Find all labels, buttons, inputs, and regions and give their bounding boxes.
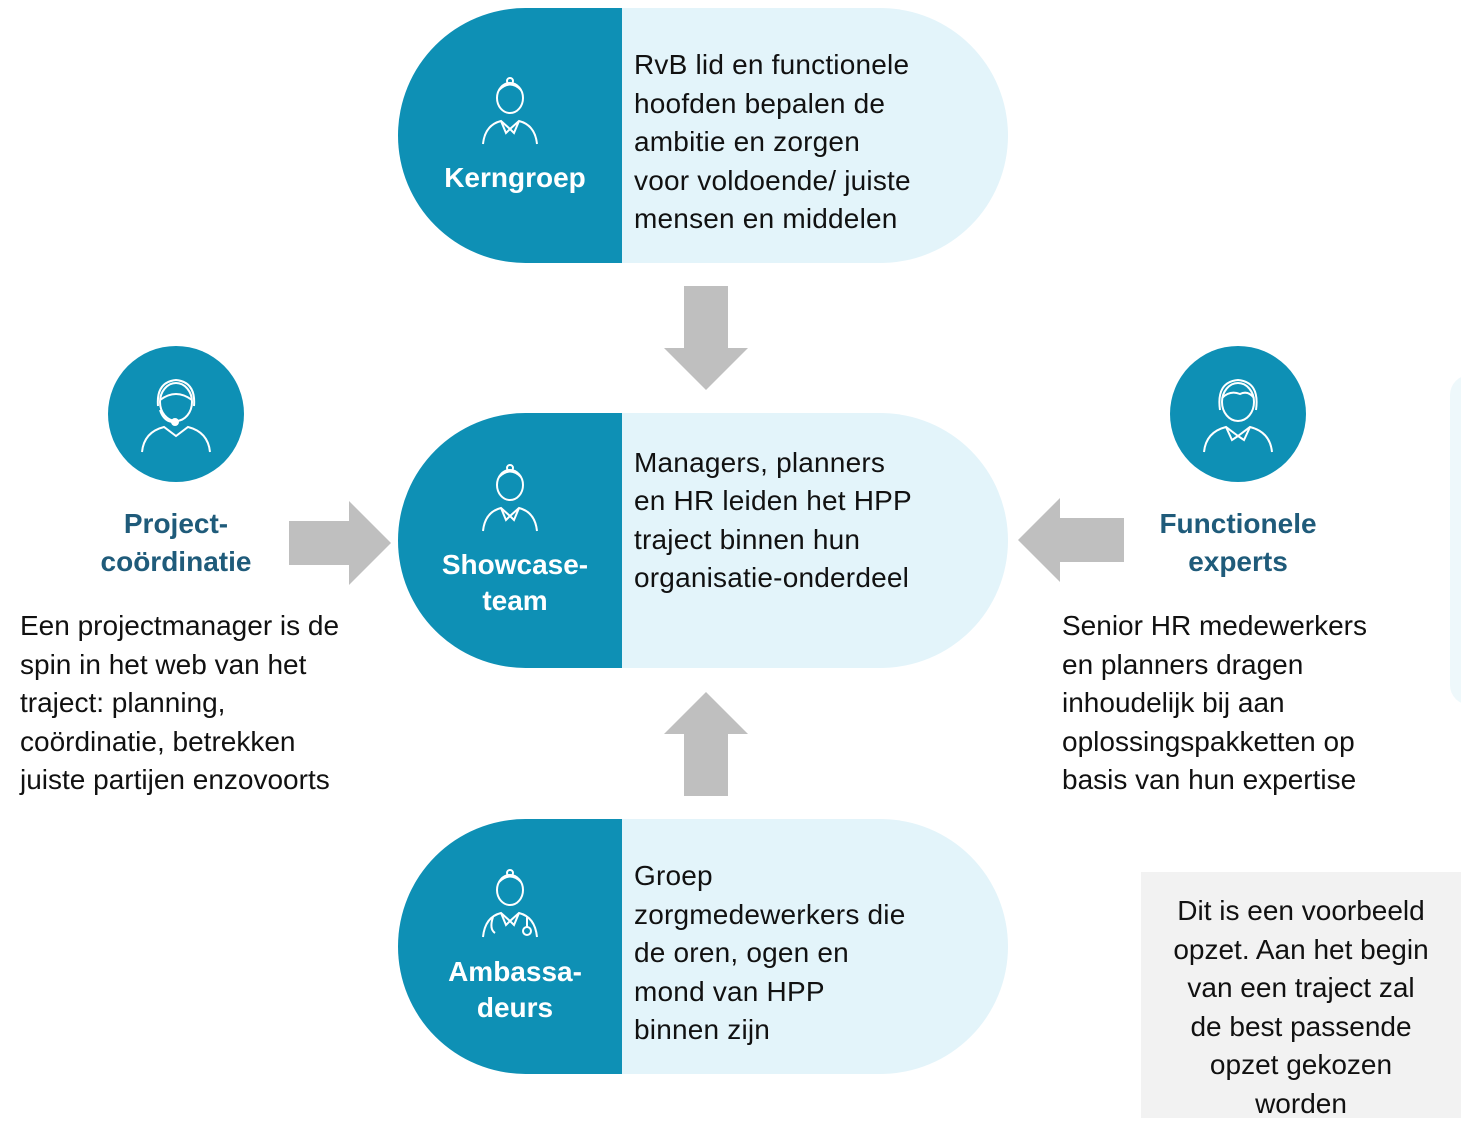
functionele-experts-text-line: basis van hun expertise [1062,761,1367,800]
functionele-experts-text-line: oplossingspakketten op [1062,723,1367,762]
ambassadeurs-text-line: Groep [634,857,958,896]
functionele-experts-title: Functionele experts [1120,505,1356,581]
ambassadeurs-text-line: de oren, ogen en [634,934,958,973]
partial-edge-shape [1450,375,1461,705]
note-line: worden [1141,1085,1461,1123]
projectcoordinatie-description: Een projectmanager is de spin in het web… [20,607,339,800]
ambassadeurs-label-block: Ambassa- deurs [398,819,622,1074]
note-line: van een traject zal [1141,969,1461,1008]
showcase-text-line: traject binnen hun [634,521,958,560]
functionele-experts-avatar [1170,346,1306,482]
projectcoordinatie-text-line: traject: planning, [20,684,339,723]
functionele-experts-title-line: experts [1120,543,1356,581]
note-line: opzet gekozen [1141,1046,1461,1085]
showcase-card: Showcase- team Managers, planners en HR … [398,413,1008,668]
kerngroep-text-line: RvB lid en functionele [634,46,958,85]
arrow-up-icon [664,692,748,796]
kerngroep-text-line: hoofden bepalen de [634,85,958,124]
projectcoordinatie-title-line: coördinatie [70,543,282,581]
kerngroep-text-line: ambitie en zorgen [634,123,958,162]
projectcoordinatie-title: Project- coördinatie [70,505,282,581]
nurse-stethoscope-icon [479,867,541,948]
showcase-text-line: organisatie-onderdeel [634,559,958,598]
functionele-experts-text-line: en planners dragen [1062,646,1367,685]
showcase-text-line: en HR leiden het HPP [634,482,958,521]
functionele-experts-text-line: Senior HR medewerkers [1062,607,1367,646]
kerngroep-text-line: voor voldoende/ juiste [634,162,958,201]
kerngroep-text-line: mensen en middelen [634,200,958,239]
ambassadeurs-label-line: deurs [448,990,582,1026]
functionele-experts-description: Senior HR medewerkers en planners dragen… [1062,607,1367,800]
showcase-label-line: team [442,583,588,619]
kerngroep-description: RvB lid en functionele hoofden bepalen d… [622,8,1008,263]
woman-icon [479,75,541,154]
showcase-description: Managers, planners en HR leiden het HPP … [622,413,1008,668]
showcase-label-block: Showcase- team [398,413,622,668]
note-line: opzet. Aan het begin [1141,931,1461,970]
showcase-label-line: Showcase- [442,547,588,583]
projectcoordinatie-text-line: juiste partijen enzovoorts [20,761,339,800]
note-line: Dit is een voorbeeld [1141,892,1461,931]
showcase-text-line: Managers, planners [634,444,958,483]
kerngroep-label: Kerngroep [444,160,586,196]
functionele-experts-text-line: inhoudelijk bij aan [1062,684,1367,723]
woman-icon [479,462,541,541]
projectcoordinatie-title-line: Project- [70,505,282,543]
arrow-right-icon [289,501,391,585]
projectcoordinatie-avatar [108,346,244,482]
kerngroep-label-block: Kerngroep [398,8,622,263]
ambassadeurs-text-line: zorgmedewerkers die [634,896,958,935]
projectcoordinatie-text-line: spin in het web van het [20,646,339,685]
arrow-left-icon [1018,498,1124,582]
arrow-down-icon [664,286,748,390]
person-icon [1196,370,1280,459]
ambassadeurs-text-line: mond van HPP [634,973,958,1012]
example-note: Dit is een voorbeeld opzet. Aan het begi… [1141,872,1461,1118]
note-line: de best passende [1141,1008,1461,1047]
ambassadeurs-card: Ambassa- deurs Groep zorgmedewerkers die… [398,819,1008,1074]
ambassadeurs-text-line: binnen zijn [634,1011,958,1050]
ambassadeurs-description: Groep zorgmedewerkers die de oren, ogen … [622,819,1008,1074]
projectcoordinatie-text-line: Een projectmanager is de [20,607,339,646]
headset-person-icon [134,370,218,459]
ambassadeurs-label-line: Ambassa- [448,954,582,990]
projectcoordinatie-text-line: coördinatie, betrekken [20,723,339,762]
functionele-experts-title-line: Functionele [1120,505,1356,543]
kerngroep-card: Kerngroep RvB lid en functionele hoofden… [398,8,1008,263]
